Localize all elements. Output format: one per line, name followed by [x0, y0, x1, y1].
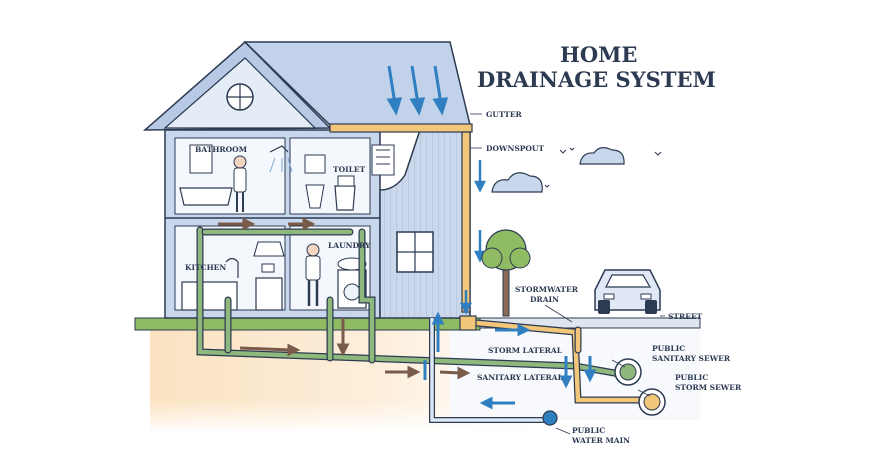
tree — [481, 229, 531, 317]
label-downspout: DOWNSPOUT — [486, 144, 544, 153]
water-main-pipe — [429, 318, 558, 426]
label-stormwater-drain-2: DRAIN — [530, 295, 559, 304]
clouds — [491, 147, 625, 193]
stormwater-drain — [459, 315, 477, 331]
label-kitchen: KITCHEN — [185, 263, 226, 272]
water-arrows — [423, 311, 597, 410]
cloud-2 — [491, 172, 543, 193]
label-laundry: LAUNDRY — [328, 241, 371, 250]
house — [142, 40, 471, 319]
room-toilet — [289, 137, 371, 215]
range-hood — [253, 241, 285, 257]
label-public-storm-sewer-1: PUBLIC — [675, 373, 708, 382]
label-public-sanitary-sewer-2: SANITARY SEWER — [652, 354, 731, 363]
label-bathroom: BATHROOM — [195, 145, 247, 154]
rain-arrows — [386, 65, 449, 116]
car — [594, 269, 661, 314]
title-line-1: HOME — [560, 42, 637, 67]
sanitary-pipes — [196, 226, 624, 378]
birds — [544, 147, 662, 188]
ground-strip — [134, 317, 481, 331]
downspout — [461, 131, 471, 313]
label-storm-lateral: STORM LATERAL — [488, 346, 563, 355]
person-shower — [233, 155, 247, 169]
label-sanitary-lateral: SANITARY LATERAL — [477, 373, 564, 382]
gutter — [329, 123, 473, 133]
toilet-bowl — [334, 185, 356, 211]
bathtub — [179, 187, 233, 206]
label-street: STREET — [668, 312, 703, 321]
public-water-main-valve — [542, 410, 558, 426]
label-public-water-main-2: WATER MAIN — [571, 436, 630, 445]
leader-lines — [470, 113, 665, 435]
label-toilet: TOILET — [333, 165, 366, 174]
shower-head — [269, 145, 289, 153]
title-line-2: DRAINAGE SYSTEM — [477, 67, 716, 92]
label-public-sanitary-sewer-1: PUBLIC — [652, 344, 685, 353]
cloud-1 — [579, 147, 625, 165]
label-gutter: GUTTER — [486, 110, 523, 119]
label-stormwater-drain-1: STORMWATER — [515, 285, 579, 294]
label-public-water-main-1: PUBLIC — [572, 426, 605, 435]
label-public-storm-sewer-2: STORM SEWER — [675, 383, 742, 392]
person-laundry — [306, 243, 320, 257]
sewer-manholes — [614, 358, 666, 416]
waste-arrows — [218, 217, 471, 380]
